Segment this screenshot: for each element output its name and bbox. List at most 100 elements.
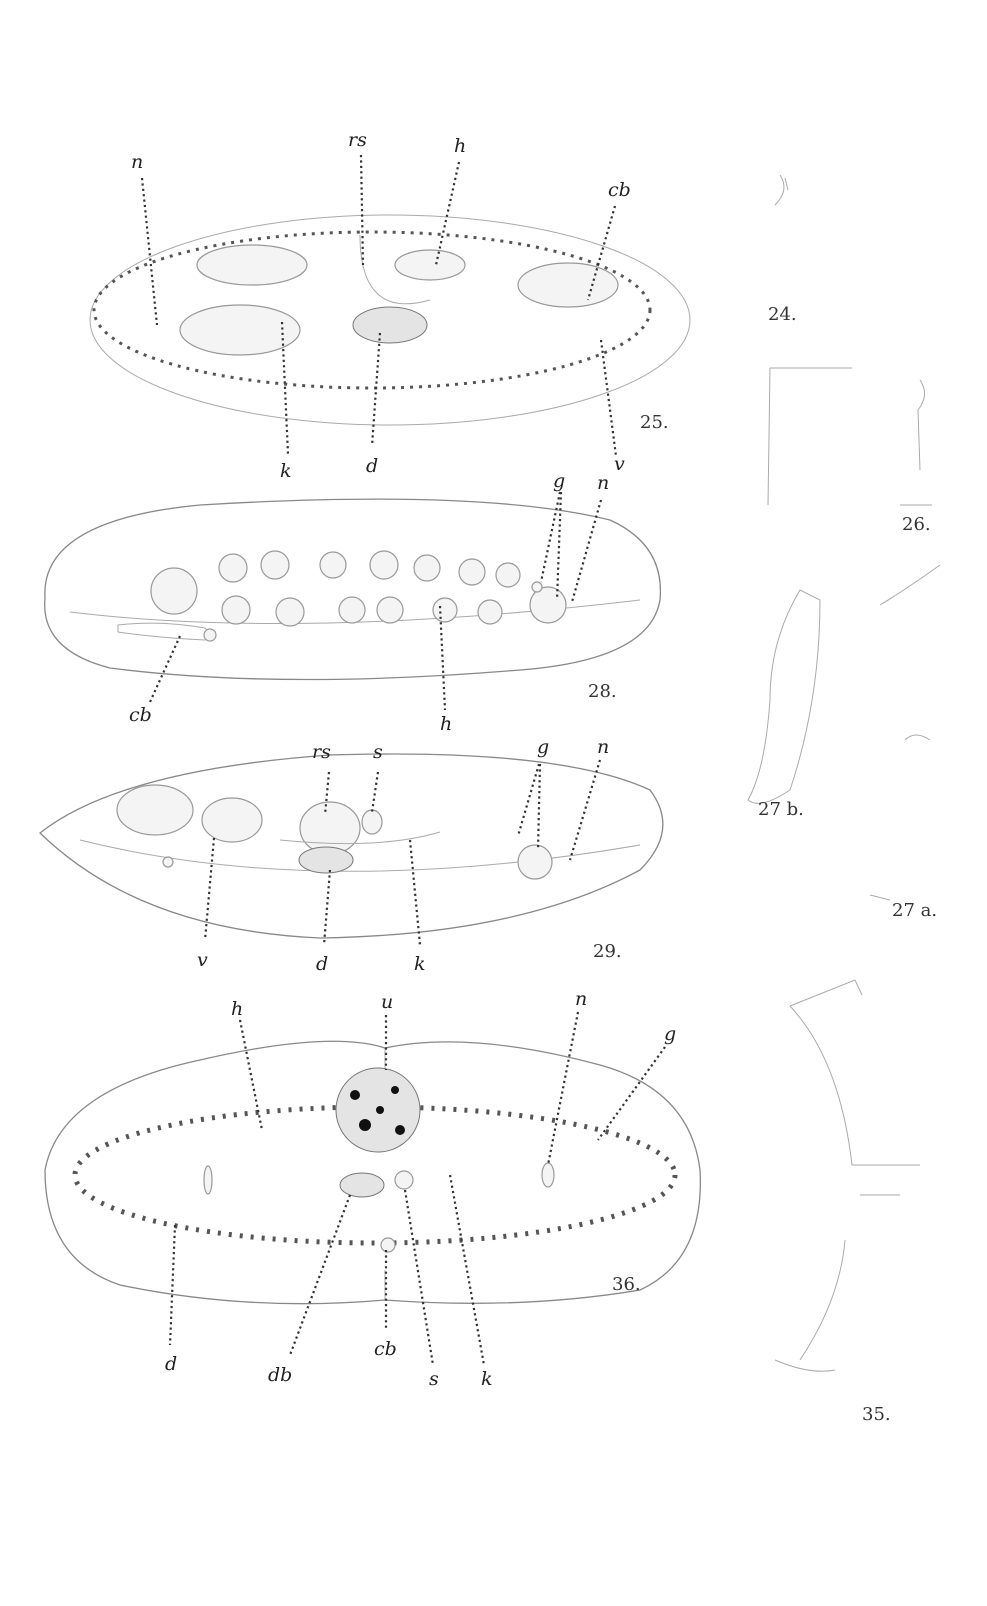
fig35-fragment xyxy=(775,980,920,1371)
fig29-number: 29. xyxy=(593,941,622,962)
fig29-nucleus xyxy=(518,845,552,879)
fig28-body-outline xyxy=(45,499,661,679)
figure-27a: 27 a. xyxy=(870,565,940,921)
fig36-macronucleus xyxy=(204,1166,212,1194)
fig28-number: 28. xyxy=(588,681,617,702)
fig29-vacuole-v xyxy=(202,798,262,842)
fig36-label-k: k xyxy=(481,1368,493,1390)
fig28-vacuole xyxy=(370,551,398,579)
fig36-leader-n xyxy=(548,1012,578,1165)
fig29-label-k: k xyxy=(414,953,426,975)
figure-29: rs s g n v d k 29. xyxy=(40,736,663,975)
fig36-granule xyxy=(359,1119,371,1131)
fig28-label-g: g xyxy=(553,470,565,492)
fig36-leader-d xyxy=(170,1225,175,1345)
fig29-leader-s xyxy=(372,772,378,812)
fig36-leader-db xyxy=(290,1195,350,1355)
fig25-food-vacuole xyxy=(197,245,307,285)
fig36-label-n: n xyxy=(575,988,587,1010)
fig29-leader-v xyxy=(205,838,214,940)
fig36-label-db: db xyxy=(268,1364,292,1386)
fig28-vacuole xyxy=(478,600,502,624)
fig35-number: 35. xyxy=(862,1404,891,1425)
figure-28: g n cb h 28. xyxy=(45,470,661,735)
fig25-vacuole-k xyxy=(180,305,300,355)
fig36-organ-cb xyxy=(381,1238,395,1252)
fig29-organ-s xyxy=(362,810,382,834)
fig36-number: 36. xyxy=(612,1274,641,1295)
fig28-label-h: h xyxy=(440,713,452,735)
fig28-vacuole xyxy=(222,596,250,624)
fig29-reservoir xyxy=(300,802,360,854)
fig28-label-cb: cb xyxy=(129,704,152,726)
fig28-leader-cb xyxy=(150,636,180,702)
figure-36: h u n g d db cb s k 36. xyxy=(45,988,700,1390)
fig28-vacuole xyxy=(339,597,365,623)
fig28-vacuole xyxy=(414,555,440,581)
fig29-organ-d xyxy=(299,847,353,873)
fig25-label-v: v xyxy=(614,453,625,475)
fig36-granule xyxy=(391,1086,399,1094)
fig29-leader-n xyxy=(570,760,600,860)
fig25-organ-d xyxy=(353,307,427,343)
fig25-label-n: n xyxy=(131,151,143,173)
fig25-leader-v xyxy=(601,340,616,456)
fig28-vacuole xyxy=(433,598,457,622)
fig29-label-d: d xyxy=(316,953,328,975)
fig36-label-h: h xyxy=(231,998,243,1020)
fig29-inner-line xyxy=(80,840,640,871)
fig25-label-d: d xyxy=(366,455,378,477)
fig36-granule xyxy=(350,1090,360,1100)
fig28-vacuole xyxy=(320,552,346,578)
fig28-vacuole xyxy=(459,559,485,585)
fig24-fragment xyxy=(775,175,788,205)
fig28-cytopharynx xyxy=(118,623,209,640)
fig36-label-cb: cb xyxy=(374,1338,397,1360)
fig28-vacuole xyxy=(496,563,520,587)
fig36-leader-k xyxy=(450,1175,484,1365)
fig27a-fragment xyxy=(870,565,940,900)
fig28-vacuole xyxy=(261,551,289,579)
fig28-vacuole xyxy=(276,598,304,626)
fig36-label-u: u xyxy=(381,991,393,1013)
fig25-label-h: h xyxy=(454,135,466,157)
fig28-small-vacuole xyxy=(204,629,216,641)
fig29-small-vacuole xyxy=(163,857,173,867)
fig36-granule xyxy=(395,1125,405,1135)
fig25-leader-d xyxy=(372,333,380,446)
fig25-leader-rs xyxy=(361,155,363,265)
fig36-granule xyxy=(376,1106,384,1114)
fig29-leader-g1 xyxy=(518,764,539,836)
fig28-granule xyxy=(532,582,542,592)
fig36-label-d: d xyxy=(165,1353,177,1375)
figure-25: n rs h cb k d v 25. xyxy=(90,129,690,482)
fig25-leader-h xyxy=(436,162,459,265)
fig36-organ-db xyxy=(340,1173,384,1197)
fig29-vacuole-left xyxy=(117,785,193,835)
fig29-label-g: g xyxy=(537,736,549,758)
fig24-number: 24. xyxy=(768,304,797,325)
figure-24: 24. xyxy=(768,175,797,325)
fig27b-fragment xyxy=(748,590,820,803)
fig36-leader-g xyxy=(598,1047,665,1140)
fig25-label-rs: rs xyxy=(348,129,367,151)
fig25-vacuole-cb xyxy=(518,263,618,307)
fig28-vacuole xyxy=(377,597,403,623)
fig28-nucleus xyxy=(530,587,566,623)
fig29-label-n: n xyxy=(597,736,609,758)
fig36-label-g: g xyxy=(664,1023,676,1045)
fig25-vacuole-h xyxy=(395,250,465,280)
fig27b-number: 27 b. xyxy=(758,799,804,820)
fig26-number: 26. xyxy=(902,514,931,535)
fig25-number: 25. xyxy=(640,412,669,433)
figure-35: 35. xyxy=(775,980,920,1425)
fig27a-number: 27 a. xyxy=(892,900,937,921)
fig25-leader-n xyxy=(142,178,157,325)
fig29-label-v: v xyxy=(197,949,208,971)
fig28-large-vacuole xyxy=(151,568,197,614)
fig28-label-n: n xyxy=(597,472,609,494)
fig25-label-cb: cb xyxy=(608,179,631,201)
fig26-fragment xyxy=(768,368,932,505)
fig36-organ-s xyxy=(395,1171,413,1189)
